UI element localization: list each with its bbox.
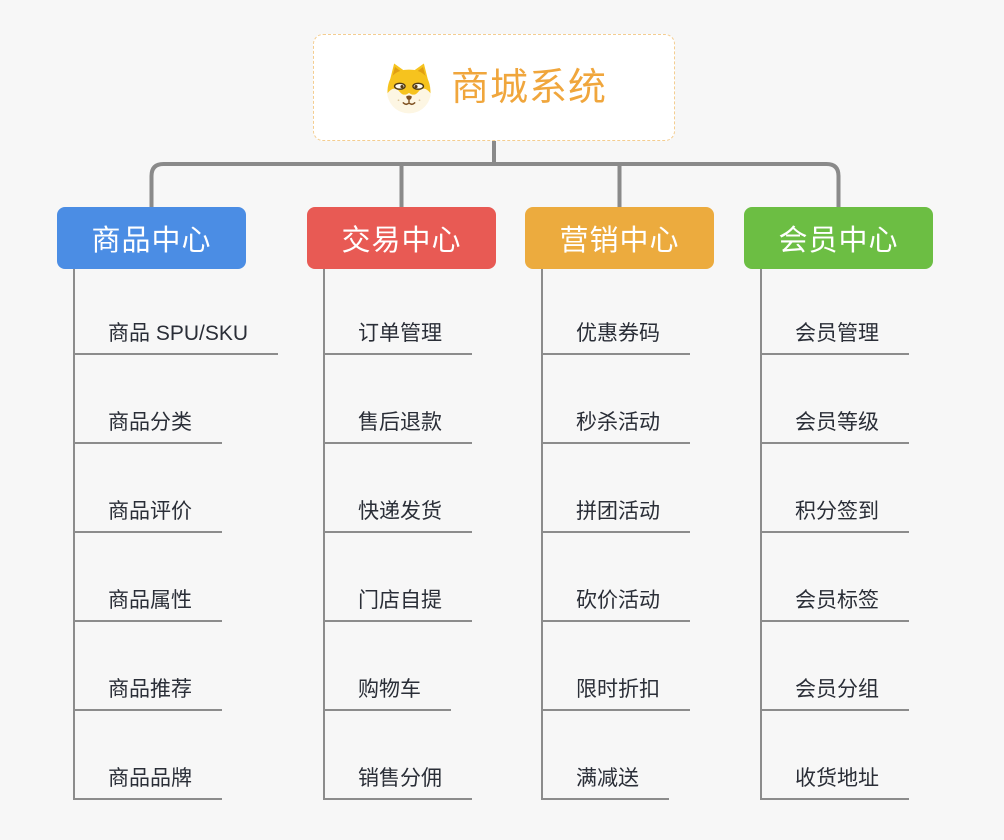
- mindmap-item[interactable]: 快递发货: [325, 444, 472, 533]
- mindmap-item[interactable]: 商品 SPU/SKU: [75, 269, 279, 355]
- mindmap-item[interactable]: 门店自提: [325, 533, 472, 622]
- mindmap-item[interactable]: 拼团活动: [543, 444, 690, 533]
- mindmap-item[interactable]: 砍价活动: [543, 533, 690, 622]
- mindmap-item-label: 会员分组: [795, 677, 879, 701]
- mindmap-item[interactable]: 商品属性: [75, 533, 222, 622]
- mindmap-item-label: 快递发货: [358, 499, 442, 523]
- mindmap-item-label: 收货地址: [795, 766, 879, 790]
- mindmap-item-label: 商品评价: [108, 499, 192, 523]
- mindmap-item-label: 销售分佣: [358, 766, 442, 790]
- mindmap-item-label: 商品属性: [108, 588, 192, 612]
- mindmap-item[interactable]: 秒杀活动: [543, 355, 690, 444]
- mindmap-item-label: 订单管理: [358, 321, 442, 345]
- mindmap-item[interactable]: 会员标签: [762, 533, 909, 622]
- mindmap-item-label: 限时折扣: [576, 677, 660, 701]
- mindmap-item[interactable]: 购物车: [325, 622, 451, 711]
- mindmap-item[interactable]: 售后退款: [325, 355, 472, 444]
- branch-node-member-center[interactable]: 会员中心: [744, 207, 933, 269]
- mindmap-item-label: 购物车: [358, 677, 421, 701]
- mindmap-item-label: 售后退款: [358, 410, 442, 434]
- mindmap-item-label: 商品推荐: [108, 677, 192, 701]
- mindmap-item-label: 优惠券码: [576, 321, 660, 345]
- mindmap-item[interactable]: 积分签到: [762, 444, 909, 533]
- mindmap-item[interactable]: 商品评价: [75, 444, 222, 533]
- mindmap-item-label: 商品分类: [108, 410, 192, 434]
- branch-items-member-center: 会员管理会员等级积分签到会员标签会员分组收货地址: [760, 269, 909, 800]
- root-node[interactable]: 商城系统: [313, 34, 675, 141]
- mindmap-item-label: 满减送: [576, 766, 639, 790]
- mindmap-item-label: 积分签到: [795, 499, 879, 523]
- mindmap-item-label: 拼团活动: [576, 499, 660, 523]
- branch-items-trade-center: 订单管理售后退款快递发货门店自提购物车销售分佣: [323, 269, 472, 800]
- mindmap-item[interactable]: 商品分类: [75, 355, 222, 444]
- mindmap-item-label: 砍价活动: [576, 588, 660, 612]
- branch-items-product-center: 商品 SPU/SKU 商品分类商品评价商品属性商品推荐商品品牌: [73, 269, 279, 800]
- branch-node-marketing-center[interactable]: 营销中心: [525, 207, 714, 269]
- mindmap-item[interactable]: 订单管理: [325, 269, 472, 355]
- mindmap-item[interactable]: 会员等级: [762, 355, 909, 444]
- mindmap-item-label: 商品 SPU/SKU: [108, 321, 249, 345]
- mindmap-item-label: 会员管理: [795, 321, 879, 345]
- mindmap-item[interactable]: 收货地址: [762, 711, 909, 800]
- mindmap-item[interactable]: 商品推荐: [75, 622, 222, 711]
- shiba-dog-icon: [381, 60, 437, 116]
- mindmap-item-label: 门店自提: [358, 588, 442, 612]
- mindmap-item[interactable]: 销售分佣: [325, 711, 472, 800]
- mindmap-item[interactable]: 满减送: [543, 711, 669, 800]
- mindmap-item[interactable]: 优惠券码: [543, 269, 690, 355]
- mindmap-item-label: 会员标签: [795, 588, 879, 612]
- mindmap-item[interactable]: 商品品牌: [75, 711, 222, 800]
- root-title: 商城系统: [450, 66, 607, 109]
- mindmap-item-label: 会员等级: [795, 410, 879, 434]
- branch-items-marketing-center: 优惠券码秒杀活动拼团活动砍价活动限时折扣满减送: [541, 269, 690, 800]
- mindmap-item[interactable]: 限时折扣: [543, 622, 690, 711]
- mindmap-item-label: 秒杀活动: [576, 410, 660, 434]
- mindmap-item[interactable]: 会员分组: [762, 622, 909, 711]
- branch-node-product-center[interactable]: 商品中心: [57, 207, 246, 269]
- branch-node-trade-center[interactable]: 交易中心: [307, 207, 496, 269]
- mindmap-item-label: 商品品牌: [108, 766, 192, 790]
- mindmap-item[interactable]: 会员管理: [762, 269, 909, 355]
